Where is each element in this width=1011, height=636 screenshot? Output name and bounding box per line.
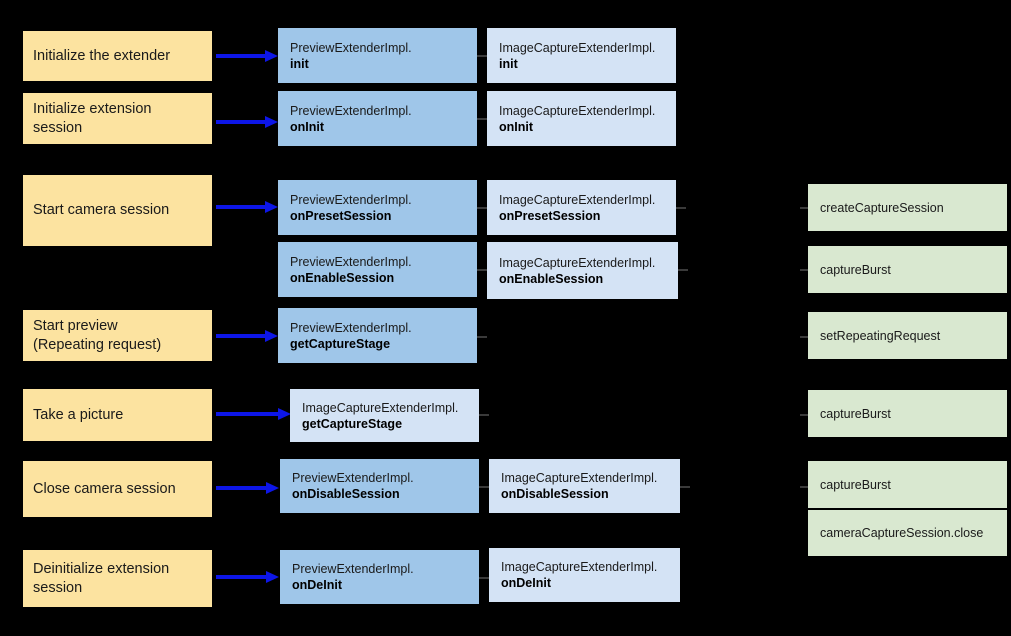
api-box-preview-init[interactable]: PreviewExtenderImpl. init [278,28,477,83]
arrow-head [266,482,279,494]
api-method-name: getCaptureStage [302,416,403,431]
api-class-name: PreviewExtenderImpl. [290,40,412,55]
api-class-name: PreviewExtenderImpl. [292,562,414,576]
connector-stub [479,414,489,416]
stage-box-close-camera-session[interactable]: Close camera session [23,461,212,517]
connector-stub [800,414,808,416]
api-box-preview-ondeinit[interactable]: PreviewExtenderImpl. onDeInit [280,550,479,604]
arrow-shaft [216,205,266,209]
api-box-imagecapture-getcapturestage[interactable]: ImageCaptureExtenderImpl. getCaptureStag… [290,389,479,442]
api-method-name: onInit [290,119,325,134]
connector-stub [800,336,808,338]
stage-box-initialize-session[interactable]: Initialize extension session [23,93,212,144]
connector-stub [477,207,487,209]
arrow-shaft [216,575,267,579]
api-class-name: ImageCaptureExtenderImpl. [499,192,656,207]
connector-stub [477,118,487,120]
api-class-name: ImageCaptureExtenderImpl. [302,400,459,415]
api-method-name: getCaptureStage [290,336,391,351]
connector-stub [678,269,688,271]
arrow-shaft [216,486,267,490]
api-method-name: onEnableSession [290,270,395,285]
api-class-name: PreviewExtenderImpl. [290,103,412,118]
api-box-imagecapture-ondisablesession[interactable]: ImageCaptureExtenderImpl. onDisableSessi… [489,459,680,513]
camera2-label: captureBurst [820,262,891,277]
arrow-head [265,330,278,342]
connector-stub [477,336,487,338]
camera2-label: createCaptureSession [820,200,944,215]
api-class-name: ImageCaptureExtenderImpl. [499,255,656,270]
camera2-box-createcapturesession[interactable]: createCaptureSession [808,184,1007,231]
api-class-name: ImageCaptureExtenderImpl. [501,471,658,485]
api-box-imagecapture-onpresetsession[interactable]: ImageCaptureExtenderImpl. onPresetSessio… [487,180,676,235]
connector-stub [479,486,489,488]
api-class-name: PreviewExtenderImpl. [292,471,414,485]
arrow-head [266,571,279,583]
api-class-name: ImageCaptureExtenderImpl. [499,103,656,118]
api-class-name: ImageCaptureExtenderImpl. [499,40,656,55]
connector-stub [676,207,686,209]
arrow-shaft [216,334,266,338]
stage-label: Initialize extension session [33,100,152,136]
api-method-name: onDisableSession [501,487,609,501]
stage-box-initialize-extender[interactable]: Initialize the extender [23,31,212,81]
stage-label: Start camera session [33,202,170,218]
stage-label: Take a picture [33,406,124,423]
api-method-name: init [290,56,309,71]
connector-stub [477,269,487,271]
arrow-shaft [216,54,266,58]
stage-box-deinitialize-session[interactable]: Deinitialize extension session [23,550,212,607]
arrow-head [265,116,278,128]
stage-label: Start preview (Repeating request) [33,317,162,353]
api-box-preview-onpresetsession[interactable]: PreviewExtenderImpl. onPresetSession [278,180,477,235]
connector-stub [477,55,487,57]
arrow-head [265,201,278,213]
stage-box-start-camera-session[interactable]: Start camera session [23,175,212,246]
camera2-box-captureburst-close[interactable]: captureBurst [808,461,1007,508]
api-class-name: ImageCaptureExtenderImpl. [501,560,658,574]
connector-stub [680,486,690,488]
api-method-name: onPresetSession [499,208,601,223]
camera2-box-captureburst-preset[interactable]: captureBurst [808,246,1007,293]
api-class-name: PreviewExtenderImpl. [290,254,412,269]
connector-stub [479,577,489,579]
arrow-head [265,50,278,62]
api-method-name: onDisableSession [292,487,400,501]
api-class-name: PreviewExtenderImpl. [290,320,412,335]
stage-box-take-a-picture[interactable]: Take a picture [23,389,212,441]
camera2-box-cameracapturesession-close[interactable]: cameraCaptureSession.close [808,510,1007,556]
arrow-shaft [216,120,266,124]
camera2-label: setRepeatingRequest [820,328,941,343]
camera2-box-setrepeatingrequest[interactable]: setRepeatingRequest [808,312,1007,359]
api-box-imagecapture-oninit[interactable]: ImageCaptureExtenderImpl. onInit [487,91,676,146]
api-method-name: onEnableSession [499,271,604,286]
api-method-name: onInit [499,119,534,134]
api-box-preview-oninit[interactable]: PreviewExtenderImpl. onInit [278,91,477,146]
connector-stub [800,269,808,271]
api-box-imagecapture-ondeinit[interactable]: ImageCaptureExtenderImpl. onDeInit [489,548,680,602]
stage-label: Close camera session [33,480,176,497]
camera2-box-captureburst-picture[interactable]: captureBurst [808,390,1007,437]
api-box-preview-ondisablesession[interactable]: PreviewExtenderImpl. onDisableSession [280,459,479,513]
api-method-name: onDeInit [292,578,342,592]
stage-label: Deinitialize extension session [33,560,170,596]
api-method-name: onPresetSession [290,208,392,223]
api-box-imagecapture-onenablesession[interactable]: ImageCaptureExtenderImpl. onEnableSessio… [487,242,678,299]
connector-stub [800,207,808,209]
stage-box-start-preview[interactable]: Start preview (Repeating request) [23,310,212,361]
api-method-name: onDeInit [501,576,551,590]
arrow-head [278,408,291,420]
api-box-preview-onenablesession[interactable]: PreviewExtenderImpl. onEnableSession [278,242,477,297]
connector-stub [800,486,808,488]
api-method-name: init [499,56,518,71]
api-box-preview-getcapturestage[interactable]: PreviewExtenderImpl. getCaptureStage [278,308,477,363]
api-box-imagecapture-init[interactable]: ImageCaptureExtenderImpl. init [487,28,676,83]
arrow-shaft [216,412,279,416]
camera2-label: captureBurst [820,477,891,492]
camera2-label: captureBurst [820,406,891,421]
camera2-label: cameraCaptureSession.close [820,526,984,540]
stage-label: Initialize the extender [33,47,171,64]
api-class-name: PreviewExtenderImpl. [290,192,412,207]
